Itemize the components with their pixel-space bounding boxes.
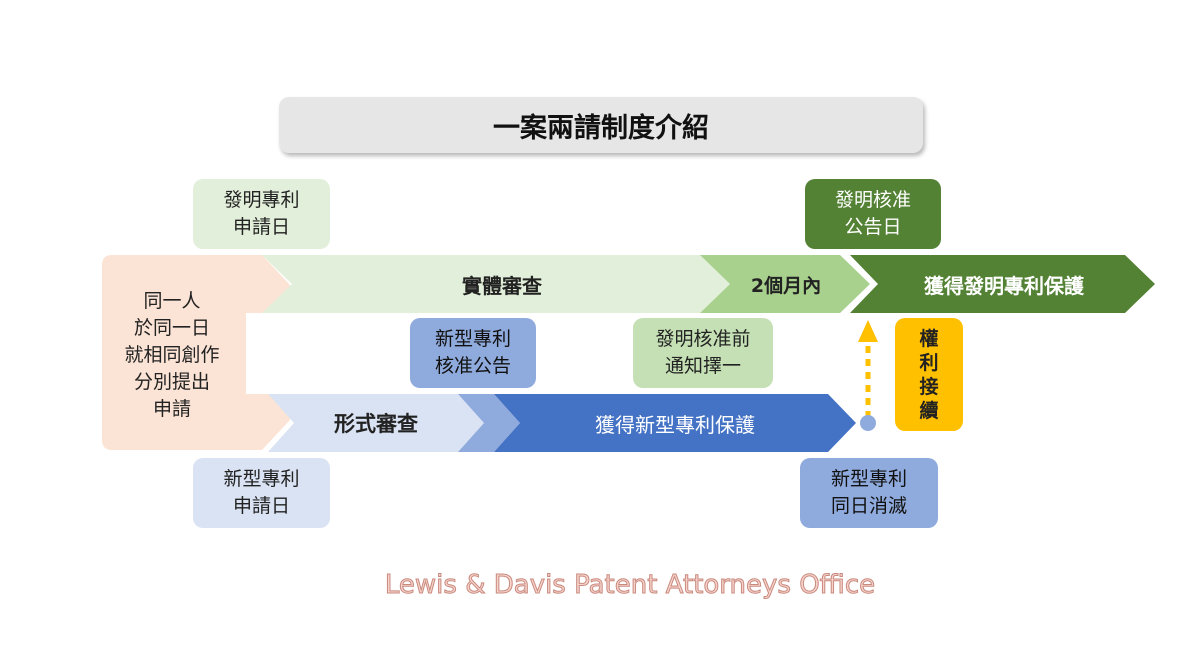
rights-continuation-box: 權 利 接 續 — [895, 318, 963, 431]
invention-filing-date-box: 發明專利 申請日 — [193, 179, 330, 249]
substantive-exam-label: 實體審查 — [462, 273, 542, 298]
utility-grant-text: 新型專利 核准公告 — [434, 328, 511, 377]
utility-grant-box: 新型專利 核准公告 — [410, 318, 536, 388]
applicant-chevron — [102, 255, 290, 450]
invention-protection-label: 獲得發明專利保護 — [924, 273, 1084, 298]
formal-exam-transition-chevron — [458, 394, 520, 452]
invention-grant-box: 發明核准 公告日 — [805, 179, 941, 249]
utility-extinguished-text: 新型專利 同日消滅 — [830, 468, 907, 517]
formal-exam-chevron — [268, 394, 484, 452]
rights-continuation-text: 權 利 接 續 — [919, 327, 939, 422]
applicant-label: 同一人 於同一日 就相同創作 分別提出 申請 — [104, 262, 240, 448]
continuation-dot — [860, 415, 876, 431]
invention-grant-text: 發明核准 公告日 — [834, 189, 911, 238]
continuation-arrowhead — [858, 320, 878, 342]
applicant-notch — [246, 313, 290, 394]
watermark-text: Lewis & Davis Patent Attorneys Office — [384, 570, 876, 601]
utility-filing-date-box: 新型專利 申請日 — [193, 458, 330, 528]
two-months-chevron — [700, 255, 870, 313]
formal-exam-label: 形式審查 — [334, 412, 418, 436]
page-title: 一案兩請制度介紹 — [279, 97, 923, 153]
pre-approval-notice-box: 發明核准前 通知擇一 — [633, 318, 773, 388]
utility-protection-label: 獲得新型專利保護 — [595, 412, 755, 437]
substantive-exam-chevron — [262, 255, 730, 313]
pre-approval-notice-text: 發明核准前 通知擇一 — [655, 328, 751, 377]
invention-filing-date-text: 發明專利 申請日 — [223, 189, 300, 238]
two-months-label: 2個月內 — [750, 274, 822, 297]
invention-protection-arrow — [850, 255, 1155, 313]
applicant-text: 同一人 於同一日 就相同創作 分別提出 申請 — [124, 289, 220, 420]
utility-filing-date-text: 新型專利 申請日 — [223, 468, 300, 517]
utility-protection-arrow — [494, 394, 856, 452]
utility-extinguished-box: 新型專利 同日消滅 — [800, 458, 938, 528]
